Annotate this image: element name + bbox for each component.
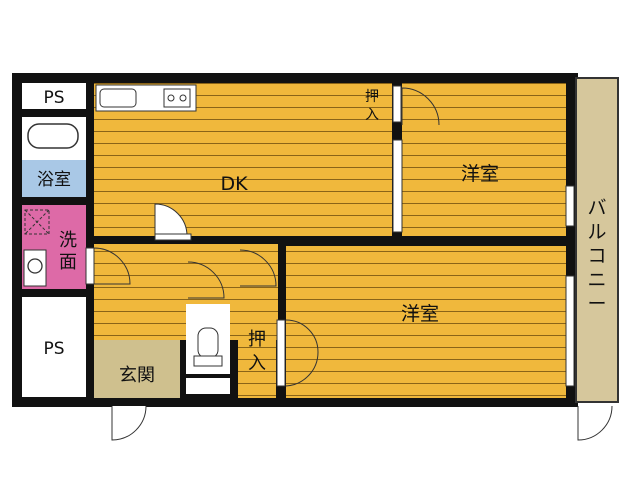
entrance-door-icon bbox=[111, 405, 147, 441]
sliding-door-top bbox=[392, 139, 403, 233]
ps-bottom-label: PS bbox=[43, 339, 64, 359]
bath-label: 浴室 bbox=[37, 170, 71, 190]
sink-icon bbox=[23, 249, 47, 287]
wash-label-1: 洗 bbox=[59, 230, 77, 251]
balcony-label-3: コ bbox=[587, 245, 606, 267]
wash-door-icon bbox=[93, 247, 131, 285]
balcony-label-5: ー bbox=[587, 293, 606, 315]
stove-icon bbox=[163, 88, 191, 108]
bedroom-top-door-icon bbox=[401, 87, 440, 126]
balcony-label-1: バ bbox=[587, 197, 606, 219]
closet-mid-label-2: 入 bbox=[248, 353, 266, 374]
balcony-door-icon bbox=[577, 405, 613, 441]
bedroom-bottom-door-icon bbox=[239, 249, 277, 287]
balcony-label-2: ル bbox=[587, 221, 606, 243]
bedroom-bottom bbox=[286, 246, 566, 398]
ps-bottom-room bbox=[22, 297, 86, 397]
bathtub-icon bbox=[27, 123, 79, 149]
closet-top-label-1: 押 bbox=[365, 89, 379, 105]
wash-label-2: 面 bbox=[59, 252, 77, 273]
toilet-icon bbox=[197, 327, 219, 359]
closet-top-label-2: 入 bbox=[365, 107, 379, 123]
closet-door-icon bbox=[285, 319, 319, 387]
entrance bbox=[94, 340, 180, 398]
bedroom-top bbox=[402, 83, 566, 236]
entrance-label: 玄関 bbox=[119, 365, 155, 386]
window-bottom bbox=[565, 275, 575, 387]
closet-mid bbox=[238, 306, 276, 398]
ps-top-label: PS bbox=[43, 88, 64, 108]
ps-top-room bbox=[22, 83, 86, 109]
bedroom-top-label: 洋室 bbox=[461, 163, 499, 185]
bedroom-bottom-label: 洋室 bbox=[401, 303, 439, 325]
washer-icon bbox=[24, 209, 50, 235]
bath-room bbox=[22, 160, 86, 197]
balcony-label-4: ニ bbox=[587, 269, 606, 291]
dk-label: DK bbox=[220, 173, 248, 195]
closet-top bbox=[352, 83, 392, 125]
dk-door-icon bbox=[154, 203, 188, 237]
toilet-door-icon bbox=[187, 261, 225, 299]
window-top bbox=[565, 185, 575, 227]
balcony bbox=[575, 77, 619, 403]
closet-mid-label-1: 押 bbox=[248, 329, 266, 350]
kitchen-sink-icon bbox=[99, 88, 137, 108]
